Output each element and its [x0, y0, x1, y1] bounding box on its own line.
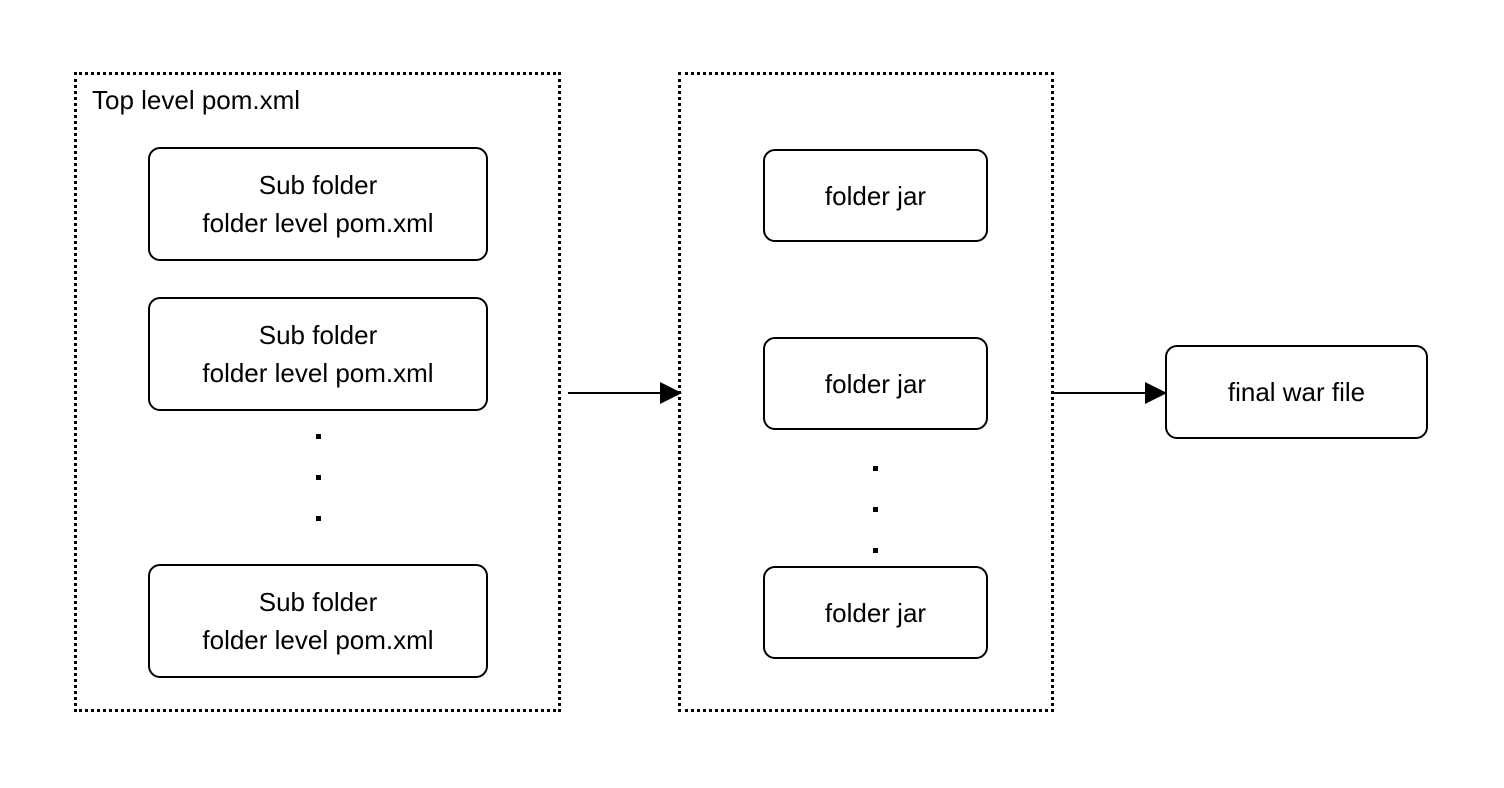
- ellipsis-dot: [872, 507, 878, 512]
- arrow-jars-to-war: [1052, 382, 1167, 404]
- node-sub-folder-3-line-2: folder level pom.xml: [202, 625, 434, 655]
- ellipsis-folder-jars: [872, 466, 878, 553]
- node-folder-jar-3-label: folder jar: [824, 597, 927, 628]
- node-sub-folder-1-line-2: folder level pom.xml: [202, 208, 434, 238]
- ellipsis-dot: [315, 516, 321, 521]
- node-folder-jar-3[interactable]: folder jar: [763, 566, 988, 659]
- node-folder-jar-1-label: folder jar: [824, 180, 927, 211]
- node-sub-folder-3[interactable]: Sub folder folder level pom.xml: [148, 564, 488, 678]
- ellipsis-dot: [315, 434, 321, 439]
- group-top-level-pom: [74, 72, 561, 712]
- arrow-shaft: [568, 391, 661, 395]
- ellipsis-dot: [872, 466, 878, 471]
- node-sub-folder-2[interactable]: Sub folder folder level pom.xml: [148, 297, 488, 411]
- arrow-poms-to-jars: [568, 382, 682, 404]
- ellipsis-dot: [872, 548, 878, 553]
- node-sub-folder-2-line-2: folder level pom.xml: [202, 358, 434, 388]
- arrow-head-icon: [660, 382, 682, 404]
- node-sub-folder-1[interactable]: Sub folder folder level pom.xml: [148, 147, 488, 261]
- arrow-head-icon: [1145, 382, 1167, 404]
- group-top-level-pom-label: Top level pom.xml: [92, 85, 301, 115]
- node-sub-folder-3-line-1: Sub folder: [258, 587, 378, 617]
- node-sub-folder-1-line-1: Sub folder: [258, 170, 378, 200]
- arrow-shaft: [1052, 391, 1146, 395]
- node-folder-jar-2-label: folder jar: [824, 368, 927, 399]
- node-final-war-file[interactable]: final war file: [1165, 345, 1428, 439]
- node-folder-jar-1[interactable]: folder jar: [763, 149, 988, 242]
- ellipsis-sub-folders: [315, 434, 321, 521]
- node-folder-jar-2[interactable]: folder jar: [763, 337, 988, 430]
- node-sub-folder-2-line-1: Sub folder: [258, 320, 378, 350]
- ellipsis-dot: [315, 475, 321, 480]
- node-final-war-file-label: final war file: [1227, 377, 1366, 407]
